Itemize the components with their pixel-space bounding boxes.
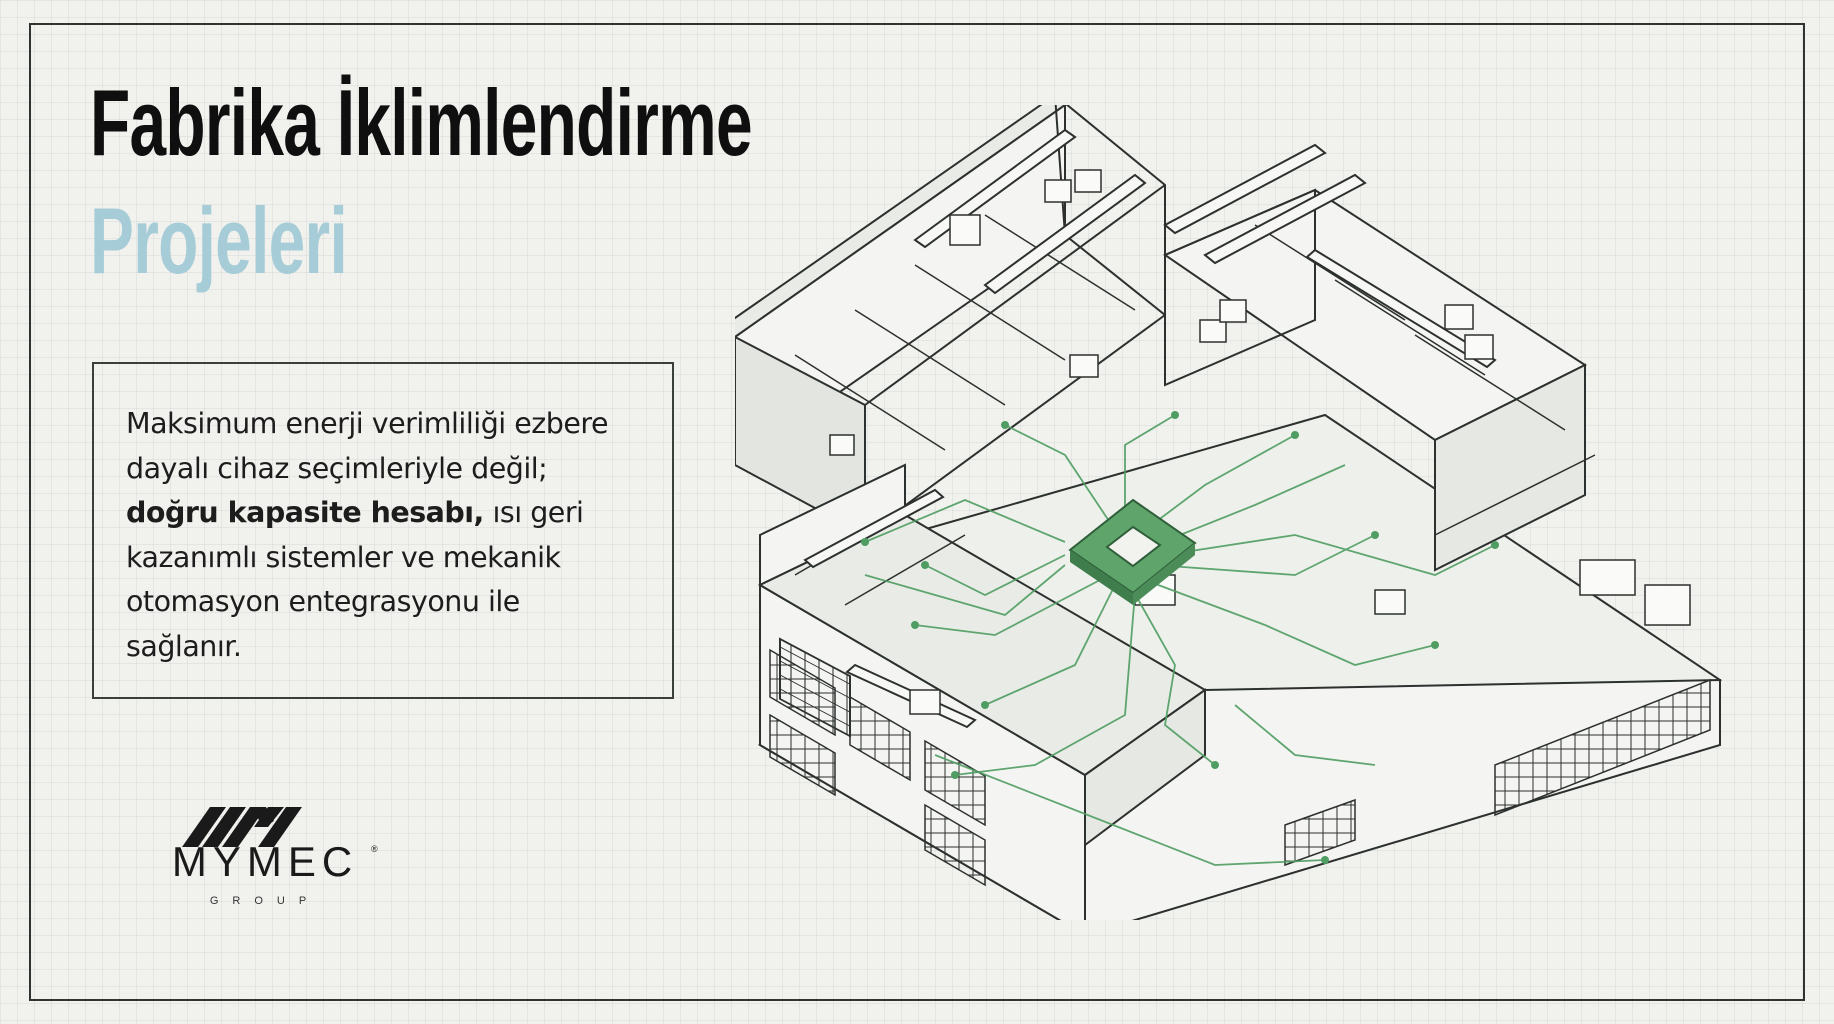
slide-frame <box>29 23 1805 1001</box>
back-right-wing <box>1162 188 1588 572</box>
control-chip-icon <box>1068 498 1197 605</box>
logo-registered-mark: ® <box>371 844 378 854</box>
logo-group-text: GROUP <box>209 895 321 907</box>
description-part-2-bold: doğru kapasite hesabı, <box>126 496 484 529</box>
title-line-2: Projeleri <box>90 188 348 293</box>
windows-front-left <box>769 648 986 887</box>
description-part-1: Maksimum enerji verimliliği ezbere dayal… <box>126 407 609 485</box>
description-text: Maksimum enerji verimliliği ezbere dayal… <box>126 402 642 669</box>
windows-front-right <box>1284 678 1711 867</box>
description-part-3: ısı geri kazanımlı sistemler ve mekanik … <box>126 496 584 663</box>
page-title: Fabrika İklimlendirme Projeleri <box>90 68 753 296</box>
description-box: Maksimum enerji verimliliği ezbere dayal… <box>92 362 674 699</box>
title-line-1: Fabrika İklimlendirme <box>90 70 753 175</box>
circuit-nodes <box>861 411 1499 864</box>
factory-isometric-illustration <box>735 105 1723 920</box>
mymec-logo-icon <box>182 807 302 847</box>
logo-wordmark: MYMEC <box>171 838 359 885</box>
interior-partitions <box>794 214 1596 606</box>
circuit-traces <box>864 414 1496 866</box>
